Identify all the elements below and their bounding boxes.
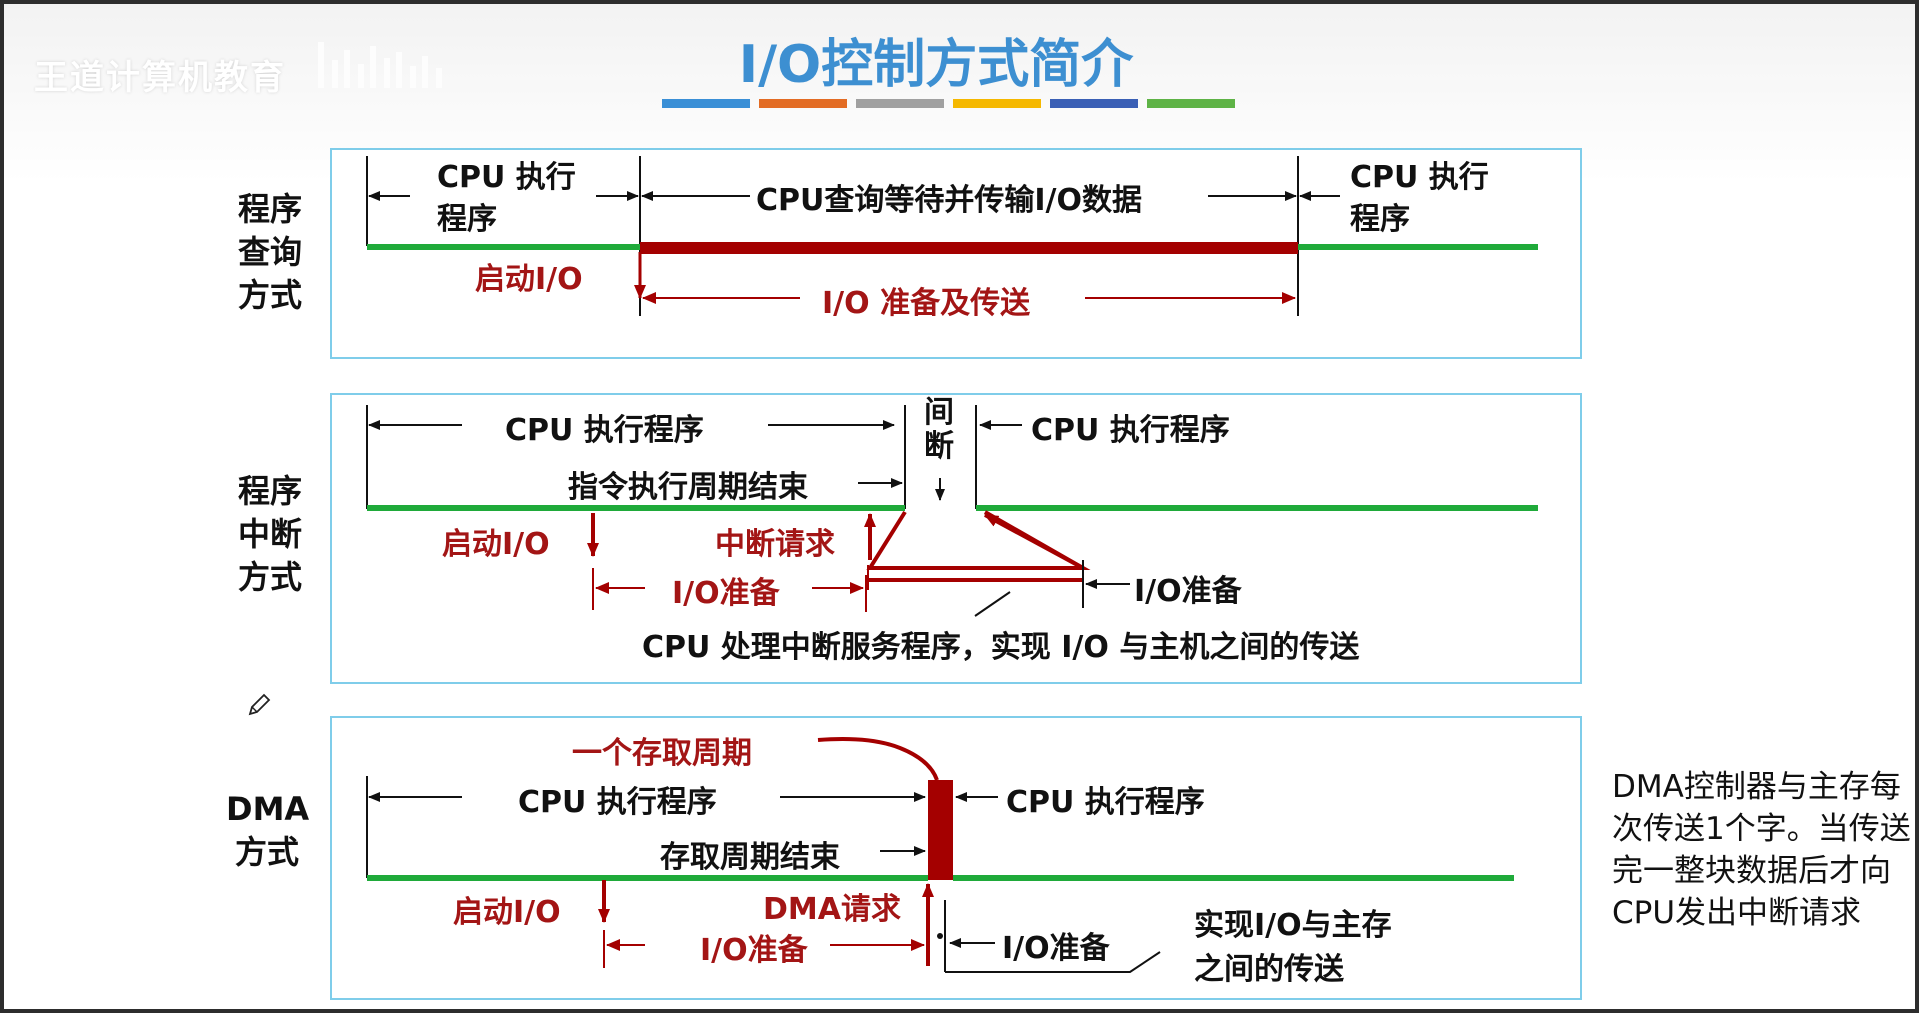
dma-access-cycle: 一个存取周期 bbox=[572, 736, 752, 771]
interrupt-io-prepare-right: I/O准备 bbox=[1134, 574, 1242, 609]
label-polling: 程序查询方式 bbox=[237, 190, 302, 314]
polling-start-io: 启动I/O bbox=[475, 262, 583, 297]
dma-access-cycle-end: 存取周期结束 bbox=[660, 840, 840, 875]
label-interrupt: 程序中断方式 bbox=[237, 472, 302, 596]
interrupt-request: 中断请求 bbox=[715, 527, 835, 562]
dma-side-note: DMA控制器与主存每次传送1个字。当传送完一整块数据后才向CPU发出中断请求 bbox=[1612, 769, 1911, 931]
interrupt-diagram bbox=[366, 405, 1538, 617]
dma-start-io: 启动I/O bbox=[453, 895, 561, 930]
interrupt-start-io: 启动I/O bbox=[442, 527, 550, 562]
interrupt-isr-caption: CPU 处理中断服务程序，实现 I/O 与主机之间的传送 bbox=[642, 630, 1360, 665]
title-color-bar bbox=[1147, 99, 1235, 108]
polling-cpu-query: CPU查询等待并传输I/O数据 bbox=[756, 183, 1142, 218]
polling-io-prepare-transfer: I/O 准备及传送 bbox=[822, 286, 1031, 321]
polling-cpu-exec-right: CPU 执行程序 bbox=[1350, 160, 1489, 237]
pencil-icon[interactable] bbox=[246, 692, 272, 718]
dma-diagram bbox=[366, 737, 1514, 973]
dma-cpu-exec-right: CPU 执行程序 bbox=[1006, 785, 1205, 820]
polling-cpu-exec-left: CPU 执行程序 bbox=[437, 160, 576, 237]
title-color-bar bbox=[1050, 99, 1138, 108]
interrupt-break: 间断 bbox=[924, 395, 954, 464]
watermark-logo bbox=[318, 42, 442, 88]
title-color-bar bbox=[953, 99, 1041, 108]
interrupt-cpu-exec-left: CPU 执行程序 bbox=[505, 413, 704, 448]
interrupt-io-prepare-left: I/O准备 bbox=[672, 576, 780, 611]
title-color-bar bbox=[759, 99, 847, 108]
dma-transfer-caption: 实现I/O与主存之间的传送 bbox=[1194, 908, 1392, 987]
dma-cpu-exec-left: CPU 执行程序 bbox=[518, 785, 717, 820]
title-color-bar bbox=[662, 99, 750, 108]
watermark: 王道计算机教育 bbox=[34, 58, 286, 98]
dma-request: DMA请求 bbox=[763, 892, 901, 927]
dma-io-prepare-left: I/O准备 bbox=[700, 933, 808, 968]
panel-interrupt bbox=[330, 393, 1582, 684]
dma-io-prepare-right: I/O准备 bbox=[1002, 931, 1110, 966]
interrupt-cpu-exec-right: CPU 执行程序 bbox=[1031, 413, 1230, 448]
panel-dma bbox=[330, 716, 1582, 1000]
polling-diagram bbox=[366, 156, 1538, 316]
title-color-bar bbox=[856, 99, 944, 108]
interrupt-instruction-end: 指令执行周期结束 bbox=[568, 470, 808, 505]
page-title: I/O控制方式简介 bbox=[738, 35, 1134, 95]
